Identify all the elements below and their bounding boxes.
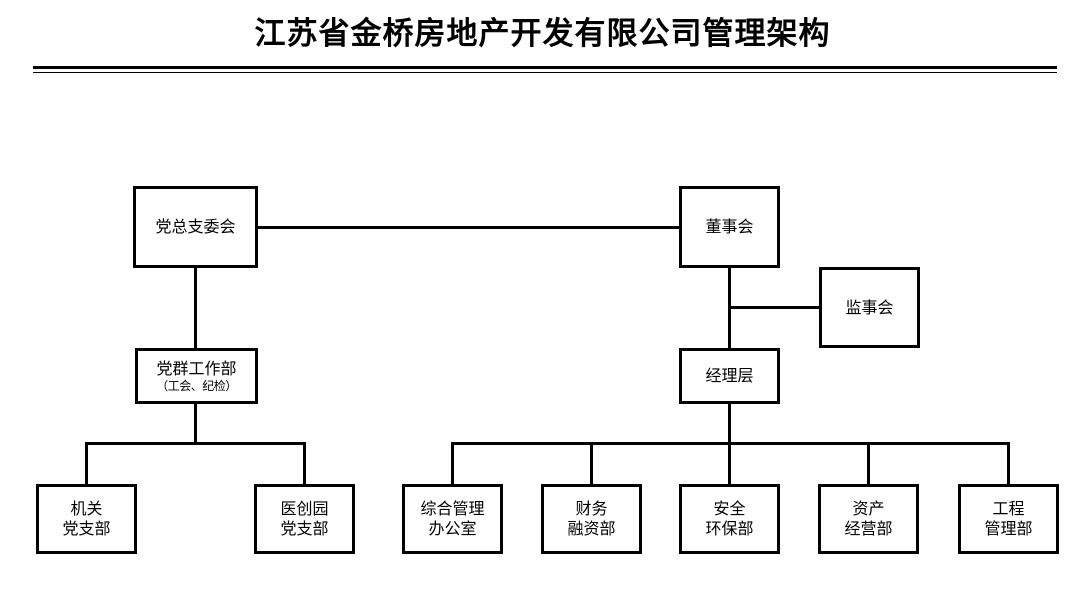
connector-management-stem bbox=[728, 403, 731, 445]
node-label: 财务 bbox=[575, 499, 608, 518]
node-finance-dept[interactable]: 财务 融资部 bbox=[541, 484, 642, 554]
connector-drop-engineering bbox=[1007, 442, 1010, 485]
page-title: 江苏省金桥房地产开发有限公司管理架构 bbox=[254, 16, 831, 52]
title-rule-thin bbox=[33, 72, 1057, 73]
connector-left-bus bbox=[85, 442, 306, 445]
node-label: 经理层 bbox=[705, 366, 754, 385]
node-sublabel: 办公室 bbox=[428, 519, 477, 538]
node-party-work-dept[interactable]: 党群工作部 （工会、纪检） bbox=[135, 348, 258, 404]
node-engineering-dept[interactable]: 工程 管理部 bbox=[958, 484, 1059, 554]
connector-drop-yichuangyuan bbox=[303, 442, 306, 485]
connector-drop-finance bbox=[590, 442, 593, 485]
node-asset-operation-dept[interactable]: 资产 经营部 bbox=[818, 484, 919, 554]
node-supervisory-board[interactable]: 监事会 bbox=[819, 267, 920, 348]
connector-drop-asset bbox=[867, 442, 870, 485]
node-board-of-directors[interactable]: 董事会 bbox=[679, 186, 780, 268]
node-label: 机关 bbox=[70, 499, 103, 518]
node-label: 安全 bbox=[713, 499, 746, 518]
node-sublabel: 党支部 bbox=[280, 519, 329, 538]
node-sublabel: 管理部 bbox=[984, 519, 1033, 538]
node-agency-branch[interactable]: 机关 党支部 bbox=[36, 484, 137, 554]
node-label: 工程 bbox=[992, 499, 1025, 518]
node-label: 党群工作部 bbox=[156, 358, 237, 378]
connector-party-to-partywork bbox=[194, 266, 197, 350]
node-sublabel: 经营部 bbox=[844, 519, 893, 538]
title-rule-thick bbox=[33, 66, 1057, 69]
connector-drop-safety bbox=[728, 442, 731, 485]
node-sublabel: 融资部 bbox=[567, 519, 616, 538]
connector-partywork-stem bbox=[194, 403, 197, 445]
node-sublabel: 环保部 bbox=[705, 519, 754, 538]
node-general-admin-office[interactable]: 综合管理 办公室 bbox=[402, 484, 503, 554]
node-label: 董事会 bbox=[705, 217, 754, 236]
node-label: 资产 bbox=[852, 499, 885, 518]
node-label: 综合管理 bbox=[420, 499, 485, 518]
node-label: 医创园 bbox=[280, 499, 329, 518]
node-yichuangyuan-branch[interactable]: 医创园 党支部 bbox=[254, 484, 355, 554]
connector-board-to-supervisory bbox=[728, 306, 821, 309]
node-label: 党总支委会 bbox=[155, 217, 236, 236]
node-sublabel: 党支部 bbox=[62, 519, 111, 538]
connector-drop-agency bbox=[85, 442, 88, 485]
node-safety-env-dept[interactable]: 安全 环保部 bbox=[679, 484, 780, 554]
node-sublabel: （工会、纪检） bbox=[156, 378, 237, 393]
connector-party-to-board bbox=[256, 226, 682, 229]
connector-drop-general-admin bbox=[451, 442, 454, 485]
node-party-committee[interactable]: 党总支委会 bbox=[133, 186, 258, 268]
node-label: 监事会 bbox=[845, 297, 894, 317]
node-management-layer[interactable]: 经理层 bbox=[679, 348, 780, 404]
